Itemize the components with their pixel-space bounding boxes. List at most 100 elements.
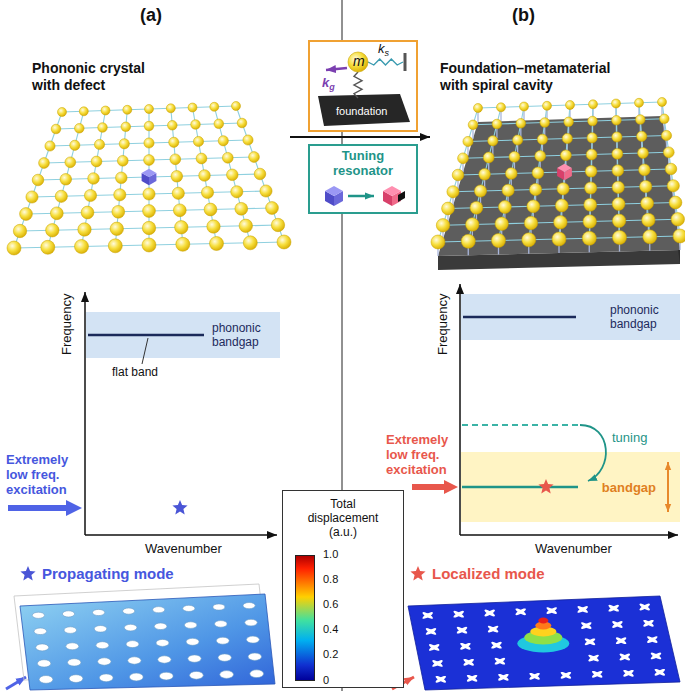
annotation: tuning <box>612 431 647 446</box>
cube-face <box>142 169 157 177</box>
mass-sphere <box>516 119 526 129</box>
mass-sphere <box>143 205 156 218</box>
spiral-hole <box>453 610 465 619</box>
mass-sphere <box>442 202 455 215</box>
mass-sphere <box>488 136 498 146</box>
mass-sphere <box>173 204 186 217</box>
mass-sphere <box>463 136 473 146</box>
bandgap-band: bandgap <box>461 452 680 522</box>
spiral-hole <box>642 619 654 628</box>
defect-cube <box>142 169 157 186</box>
spiral-hole <box>577 605 589 614</box>
mass-sphere <box>537 134 547 144</box>
mass-sphere <box>530 183 542 195</box>
spiral-hole <box>650 651 662 660</box>
mass-sphere <box>669 196 682 209</box>
mass-sphere <box>562 133 572 143</box>
mass-sphere <box>123 105 132 114</box>
mass-sphere <box>144 138 154 148</box>
tick-label: 0.4 <box>323 623 338 636</box>
mass-sphere <box>431 235 445 249</box>
excitation-arrow <box>6 677 26 689</box>
hole <box>69 675 83 683</box>
mass-sphere <box>466 218 479 231</box>
mass-sphere <box>277 235 291 249</box>
mass-sphere <box>612 148 623 159</box>
hole <box>156 639 169 646</box>
mass-sphere <box>492 234 506 248</box>
cube-face <box>383 186 401 196</box>
mode-title: Localized mode <box>432 565 545 582</box>
mass-sphere <box>639 164 651 176</box>
spiral-hole <box>654 668 666 677</box>
axis-line <box>85 534 277 536</box>
hole <box>153 607 165 613</box>
colorbar-box: Total displacement (a.u.) <box>282 490 404 688</box>
mass-sphere <box>499 201 512 214</box>
mass-sphere <box>94 139 104 149</box>
hole <box>154 623 167 630</box>
spiral-hole <box>490 641 502 650</box>
mass-sphere <box>218 136 228 146</box>
mass-sphere <box>642 213 655 226</box>
hole <box>37 660 50 667</box>
mass-sphere <box>58 108 67 117</box>
mass-sphere <box>566 101 575 110</box>
mass-sphere <box>583 215 596 228</box>
mass-sphere <box>210 102 219 111</box>
mass-sphere <box>39 158 50 169</box>
hole <box>190 671 204 679</box>
mass-sphere <box>540 118 550 128</box>
spring <box>368 59 403 65</box>
star-marker <box>538 479 553 494</box>
mass-sphere <box>586 149 597 160</box>
mass-sphere <box>612 132 622 142</box>
spiral-hole <box>639 602 651 611</box>
star-marker <box>172 500 187 515</box>
lattice <box>7 102 291 256</box>
hole <box>66 643 79 650</box>
flat-band-line <box>463 316 576 319</box>
spiral-hole <box>463 658 475 667</box>
mass-sphere <box>502 184 514 196</box>
excitation-arrow <box>8 505 68 511</box>
hole <box>128 657 141 664</box>
spiral-hole <box>425 627 437 636</box>
hole <box>188 655 201 662</box>
spiral-hole <box>453 610 465 619</box>
mass-sphere <box>166 104 175 113</box>
spiral-hole <box>490 641 502 650</box>
hole <box>99 674 113 682</box>
spiral-hole <box>515 607 527 616</box>
mass-sphere <box>522 233 536 247</box>
box-title: Tuning resonator <box>320 148 406 178</box>
mass-sphere <box>175 221 188 234</box>
mass-sphere <box>110 222 123 235</box>
mass-sphere <box>50 207 63 220</box>
spiral-hole <box>515 607 527 616</box>
mass-sphere <box>479 169 491 181</box>
panel-heading: Phononic crystal with defect <box>32 60 160 94</box>
mass-sphere <box>495 217 508 230</box>
mass-sphere <box>589 100 598 109</box>
bandgap-band: phononic bandgap <box>86 312 280 358</box>
spiral-hole <box>580 621 592 630</box>
spiral-hole <box>646 635 658 644</box>
mass-sphere <box>271 218 284 231</box>
mass-sphere <box>470 201 483 214</box>
spiral-hole <box>622 669 634 678</box>
spiral-hole <box>494 657 506 666</box>
mass-sphere <box>237 118 247 128</box>
mass-sphere <box>142 238 156 252</box>
hole <box>243 603 255 609</box>
excitation-arrow <box>412 484 446 490</box>
mass-sphere <box>640 180 652 192</box>
mass-sphere <box>557 183 569 195</box>
spiral-hole <box>580 621 592 630</box>
tick-label: 0 <box>323 674 329 687</box>
mass-sphere <box>214 119 224 129</box>
spiral-hole <box>615 636 627 645</box>
mass-sphere <box>660 114 670 124</box>
mass-sphere <box>51 124 61 134</box>
